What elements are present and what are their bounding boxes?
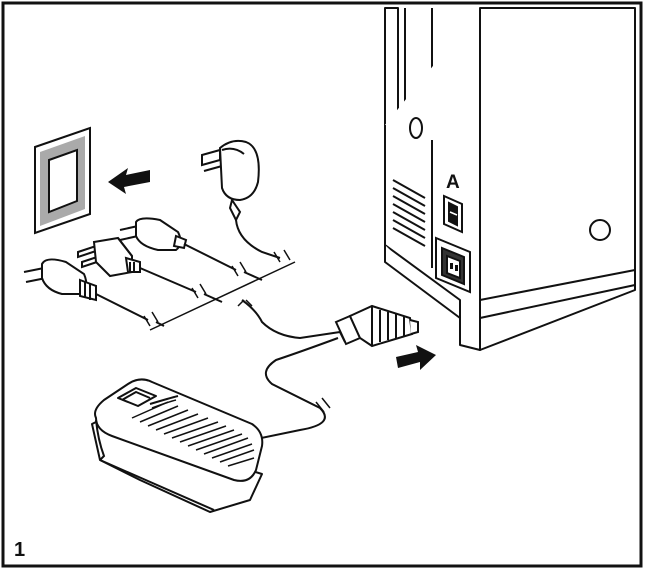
cord-panel <box>149 261 296 331</box>
arrow-left-icon <box>108 168 150 194</box>
wall-socket-icon <box>34 126 91 235</box>
plug-icon <box>119 217 263 281</box>
figure-number: 1 <box>14 539 25 561</box>
arrow-right-icon <box>396 345 436 370</box>
pedal-ribs <box>131 401 255 467</box>
power-socket-icon <box>435 236 471 294</box>
pedal-connector-plug <box>237 299 419 348</box>
plug-icon <box>23 258 165 327</box>
plug-icon <box>77 236 223 303</box>
label-a: A <box>446 172 460 193</box>
power-switch-icon <box>443 194 463 234</box>
vent-grille <box>392 179 426 247</box>
power-adapter-icon <box>201 139 291 263</box>
pedal-cord <box>231 337 339 445</box>
